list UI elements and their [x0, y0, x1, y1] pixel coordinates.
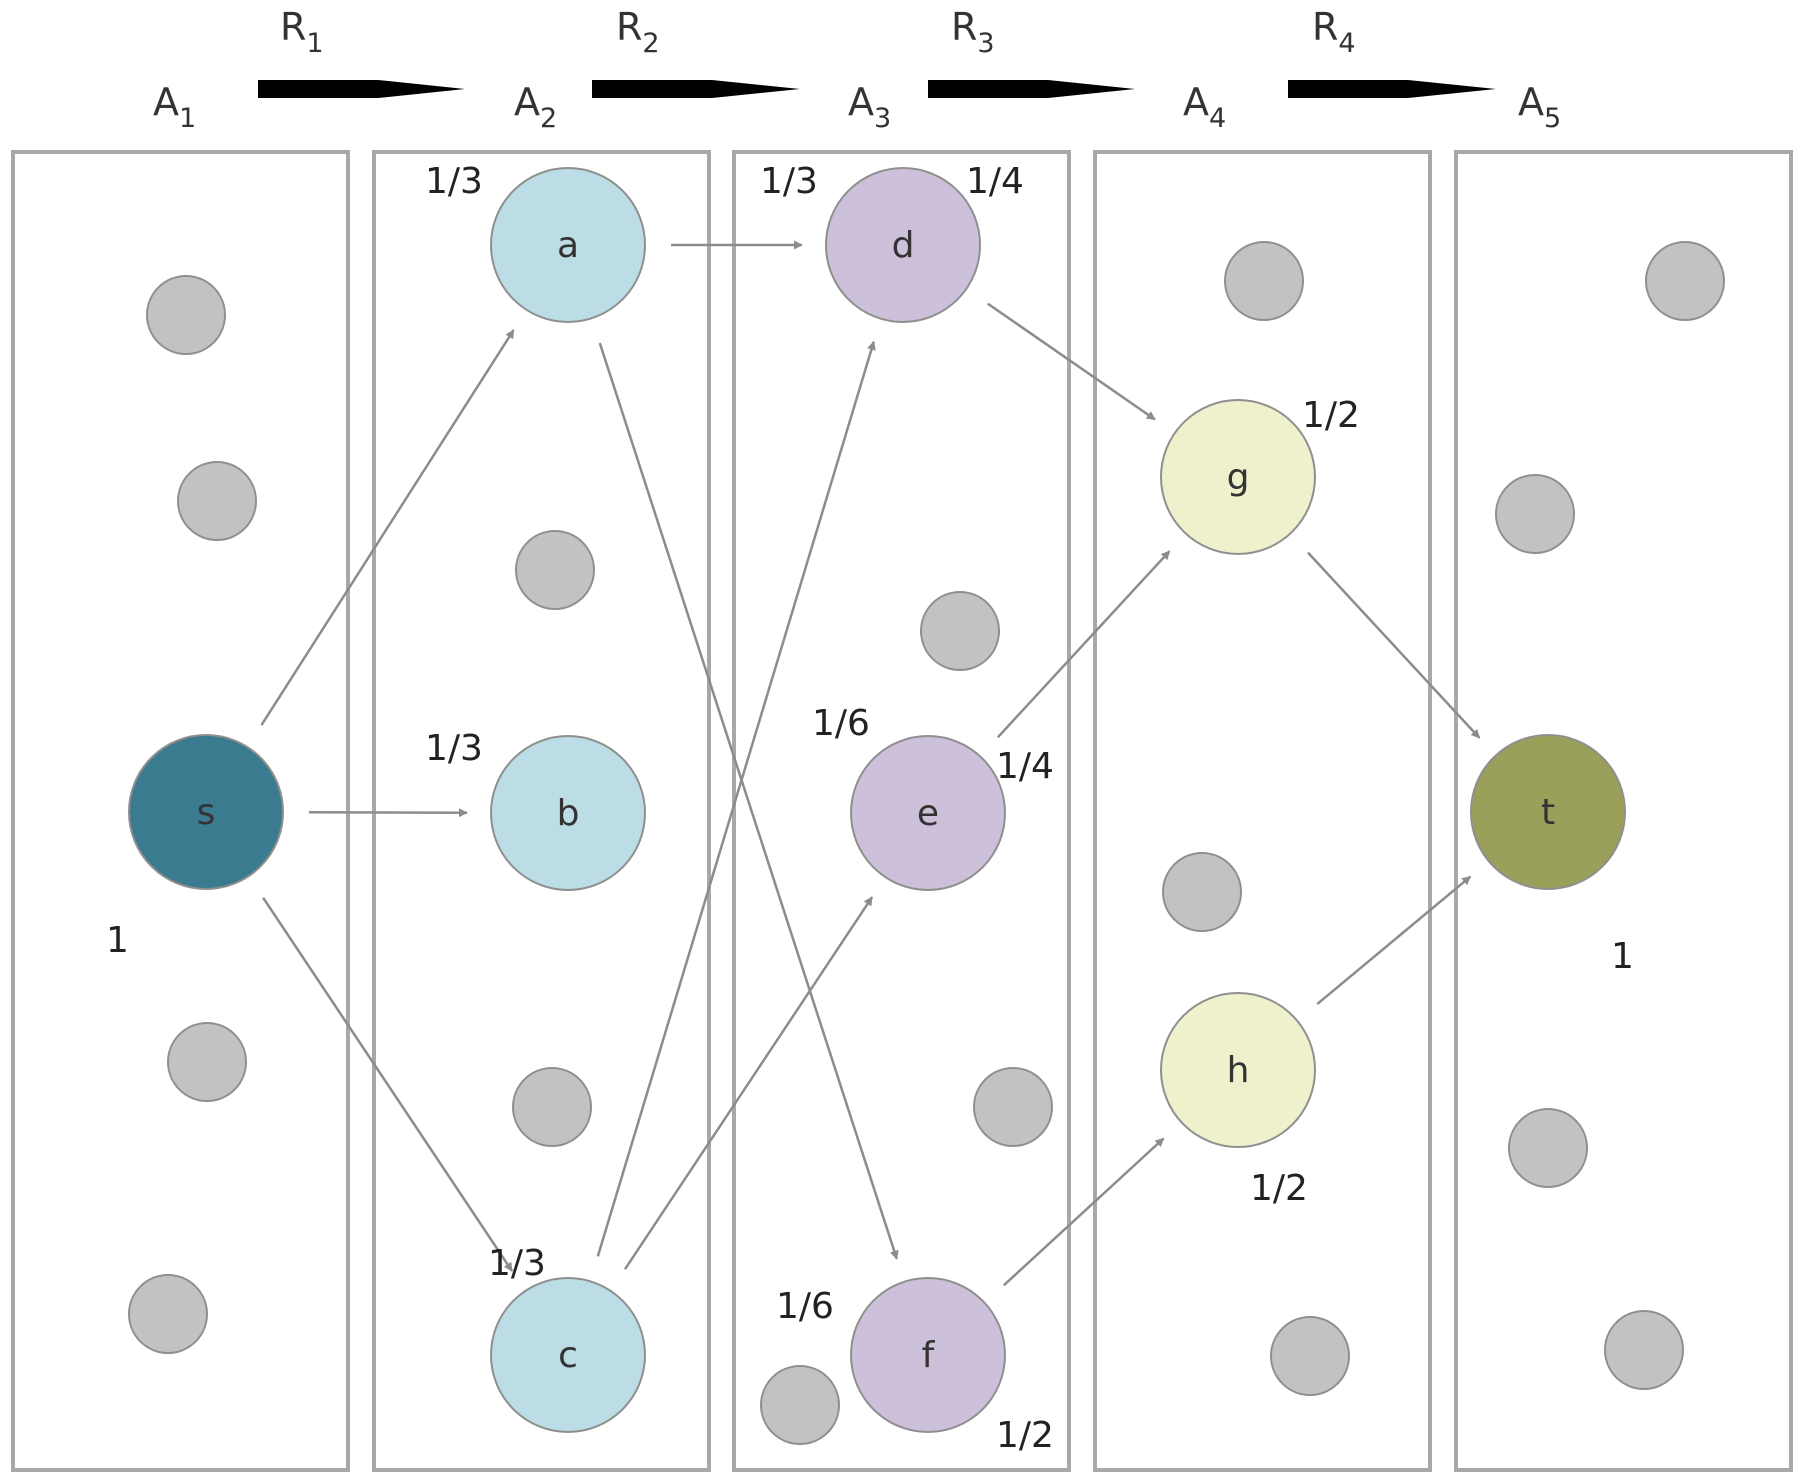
node-g-circle [1160, 399, 1316, 555]
set-box-a4 [1093, 150, 1432, 1472]
gray-node [512, 1067, 592, 1147]
gray-node [1604, 1310, 1684, 1390]
edge-a-to-f [598, 342, 899, 1260]
node-e-label: e [917, 793, 939, 834]
probability-label-d-in: 1/3 [760, 161, 818, 202]
node-c-circle [490, 1277, 646, 1433]
labeled-nodes: s a b c d e f g [128, 167, 1626, 1433]
node-f-circle [850, 1277, 1006, 1433]
node-e: e [850, 735, 1006, 891]
node-a-circle [490, 167, 646, 323]
node-s-circle [128, 734, 284, 890]
set-label-a2: A2 [514, 80, 557, 134]
node-f-label: f [922, 1335, 936, 1376]
set-labels: A1 A2 A3 A4 A5 [153, 80, 1561, 134]
node-h-circle [1160, 992, 1316, 1148]
node-d: d [825, 167, 981, 323]
gray-node [1162, 852, 1242, 932]
relation-label-r2: R2 [616, 5, 660, 59]
set-label-a5: A5 [1518, 80, 1561, 134]
edge-e-to-g [996, 550, 1171, 739]
node-h: h [1160, 992, 1316, 1148]
node-g-label: g [1227, 457, 1250, 498]
set-label-a3: A3 [848, 80, 891, 134]
relation-arrows [258, 80, 1496, 98]
probability-label-f-in: 1/6 [776, 1286, 834, 1327]
set-label-a1: A1 [153, 80, 196, 134]
set-box-a2 [372, 150, 711, 1472]
probability-label-b: 1/3 [425, 728, 483, 769]
relation-arrow-r1 [258, 80, 465, 98]
probability-label-g: 1/2 [1302, 395, 1360, 436]
edge-c-to-e [623, 896, 874, 1270]
relation-label-r1: R1 [280, 5, 324, 59]
node-d-label: d [892, 225, 915, 266]
edge-d-to-g [986, 302, 1156, 421]
probability-label-d-out: 1/4 [966, 161, 1024, 202]
edge-f-to-h [1002, 1137, 1165, 1287]
node-h-label: h [1227, 1050, 1250, 1091]
edges [260, 240, 1481, 1287]
gray-node [128, 1274, 208, 1354]
gray-node [920, 591, 1000, 671]
node-s: s [128, 734, 284, 890]
gray-node [167, 1022, 247, 1102]
gray-node [1645, 241, 1725, 321]
relation-arrow-r4 [1288, 80, 1496, 98]
node-s-label: s [197, 792, 216, 833]
gray-node [1270, 1316, 1350, 1396]
node-c: c [490, 1277, 646, 1433]
probability-label-t: 1 [1611, 936, 1634, 977]
probability-label-e-out: 1/4 [996, 746, 1054, 787]
probability-label-c: 1/3 [488, 1243, 546, 1284]
gray-node [760, 1365, 840, 1445]
probability-label-a: 1/3 [425, 161, 483, 202]
probability-label-f-out: 1/2 [996, 1415, 1054, 1456]
set-boxes [11, 150, 1793, 1472]
set-box-a1 [11, 150, 350, 1472]
relation-arrow-r2 [592, 80, 800, 98]
gray-node [177, 461, 257, 541]
gray-node [973, 1067, 1053, 1147]
node-t: t [1470, 734, 1626, 890]
probability-label-h: 1/2 [1250, 1168, 1308, 1209]
node-a-label: a [557, 225, 579, 266]
edge-g-to-t [1307, 551, 1481, 739]
edge-s-to-a [260, 329, 515, 726]
gray-node [1508, 1108, 1588, 1188]
set-box-a5 [1454, 150, 1793, 1472]
node-e-circle [850, 735, 1006, 891]
relation-label-r3: R3 [951, 5, 995, 59]
node-d-circle [825, 167, 981, 323]
relation-arrow-r3 [928, 80, 1135, 98]
node-f: f [850, 1277, 1006, 1433]
node-t-label: t [1541, 792, 1555, 833]
edge-c-to-d [596, 340, 876, 1257]
relation-labels: R1 R2 R3 R4 [280, 5, 1356, 59]
node-g: g [1160, 399, 1316, 555]
probability-labels: 1 1/3 1/3 1/3 1/3 1/4 1/6 1/4 1/6 1/2 1/… [106, 161, 1634, 1456]
set-box-a3 [732, 150, 1071, 1472]
probability-label-e-in: 1/6 [812, 703, 870, 744]
gray-node [1224, 241, 1304, 321]
edge-s-to-c [262, 897, 514, 1272]
gray-node [1495, 474, 1575, 554]
probability-label-s: 1 [106, 920, 129, 961]
gray-nodes [128, 241, 1725, 1445]
node-t-circle [1470, 734, 1626, 890]
node-b-label: b [557, 793, 580, 834]
node-c-label: c [558, 1335, 578, 1376]
node-b-circle [490, 735, 646, 891]
gray-node [515, 530, 595, 610]
relation-label-r4: R4 [1312, 5, 1356, 59]
node-b: b [490, 735, 646, 891]
node-a: a [490, 167, 646, 323]
gray-node [146, 275, 226, 355]
set-label-a4: A4 [1183, 80, 1226, 134]
edge-h-to-t [1316, 875, 1472, 1006]
